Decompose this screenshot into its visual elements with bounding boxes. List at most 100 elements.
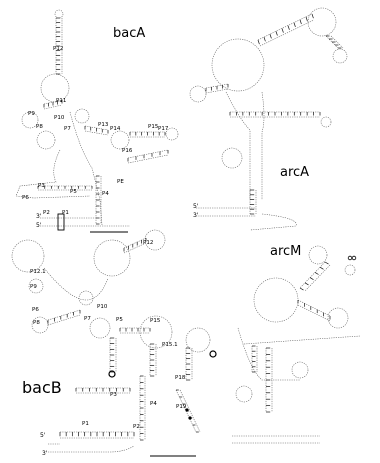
marker-dot (185, 408, 189, 412)
strand-end-label: 3' (42, 450, 48, 457)
backbone-loop (189, 85, 207, 103)
helix-label: P6 (32, 307, 39, 313)
backbone-loop (320, 116, 332, 128)
helix-label: P19 (176, 404, 187, 410)
helix-label: P15 (148, 124, 159, 130)
backbone-loop (308, 245, 328, 265)
helix-label: P6 (22, 195, 29, 201)
backbone-loop (93, 239, 131, 277)
strand-end-label: 3' (193, 212, 199, 219)
helix-label: P15.1 (162, 342, 178, 348)
backbone-loop (327, 307, 349, 329)
marker-dot (188, 416, 192, 420)
backbone-loop (21, 111, 39, 129)
backbone-strand (43, 267, 109, 301)
base-pair (263, 37, 266, 42)
helix-label: P1 (82, 421, 89, 427)
helix-label: P10 (97, 304, 108, 310)
backbone-loop (11, 239, 45, 273)
backbone-strand (48, 443, 135, 453)
base-pair (299, 287, 304, 291)
arcA-strand-ends: 5' 3' (193, 203, 199, 219)
backbone-loop (291, 361, 309, 379)
backbone-strand (123, 237, 147, 249)
marker-ring (351, 255, 357, 261)
base-pair (299, 19, 302, 25)
backbone-strand (205, 88, 229, 94)
panel-title-bacA: bacA (113, 26, 145, 41)
helix-label: P14 (110, 126, 121, 132)
backbone-loop (74, 108, 90, 124)
backbone-loop (110, 130, 130, 150)
backbone-loop (89, 317, 111, 339)
helix-label: PE (117, 179, 124, 185)
backbone-strand (257, 13, 313, 41)
helix-label: P3 (38, 183, 45, 189)
backbone-loop (144, 229, 166, 251)
backbone-loop (28, 278, 44, 294)
backbone-loop (253, 277, 299, 323)
base-pair (324, 261, 329, 265)
panel-title-arcA: arcA (280, 165, 309, 180)
backbone-strand (299, 261, 326, 289)
backbone-strand (304, 264, 331, 292)
base-pair (309, 277, 314, 281)
strand-end-label: 5' (36, 222, 42, 229)
base-pair (257, 39, 260, 45)
helix-label: P4 (150, 401, 157, 407)
backbone-strand (243, 335, 361, 345)
structure-drawings (11, 7, 361, 457)
base-pair (305, 16, 308, 22)
base-pair (293, 22, 296, 27)
backbone-strand (297, 304, 331, 322)
helix-label: P11 (56, 98, 66, 104)
marker-ring (209, 350, 217, 358)
backbone-loop (40, 73, 70, 103)
helix-label: P2 (133, 424, 140, 430)
base-pair (314, 272, 319, 275)
backbone-strand (261, 91, 265, 200)
helix-label: P5 (70, 189, 77, 195)
backbone-loop (307, 7, 337, 37)
helix-label: P10 (54, 115, 65, 121)
base-pair (311, 13, 314, 19)
backbone-strand (123, 242, 147, 254)
backbone-loop (221, 147, 243, 169)
backbone-loop (211, 38, 265, 92)
helix-label: P2 (43, 210, 50, 216)
base-pair (269, 34, 272, 39)
helix-label: P16 (122, 148, 133, 154)
base-pair (319, 266, 324, 270)
backbone-loop (36, 130, 56, 150)
backbone-strand (47, 314, 81, 326)
helix-label: P13 (98, 122, 109, 128)
backbone-loop (185, 327, 211, 353)
base-pair (281, 28, 284, 33)
backbone-strand (237, 327, 300, 381)
base-pair (275, 31, 278, 36)
backbone-loop (78, 290, 94, 306)
helix-label: P12 (143, 240, 153, 246)
backbone-loop (165, 127, 179, 141)
helix-label: P8 (36, 124, 43, 130)
helix-label: P7 (64, 126, 71, 132)
helix-label: P15 (150, 318, 161, 324)
bacA-helix-labels: P12 P11 P10 P9 P13 P14 P17 P15 P16 P3 P6… (22, 46, 169, 216)
backbone-strand (179, 389, 201, 433)
base-pair (287, 25, 290, 30)
helix-label: P5 (116, 317, 123, 323)
backbone-strand (225, 91, 251, 200)
backbone-strand (330, 35, 344, 49)
helix-label: P12.1 (30, 269, 46, 275)
backbone-strand (43, 104, 63, 110)
backbone-strand (196, 207, 256, 217)
helix-label: P9 (28, 111, 35, 117)
backbone-strand (47, 309, 81, 321)
helix-label: P8 (33, 320, 40, 326)
helix-label: P18 (175, 375, 186, 381)
backbone-loop (54, 9, 64, 19)
backbone-strand (127, 149, 169, 159)
bacB-helix-labels: P12 P12.1 P9 P10 P7 P8 P6 P5 P15 P15.1 P… (30, 240, 187, 430)
helix-label: P3 (110, 392, 117, 398)
